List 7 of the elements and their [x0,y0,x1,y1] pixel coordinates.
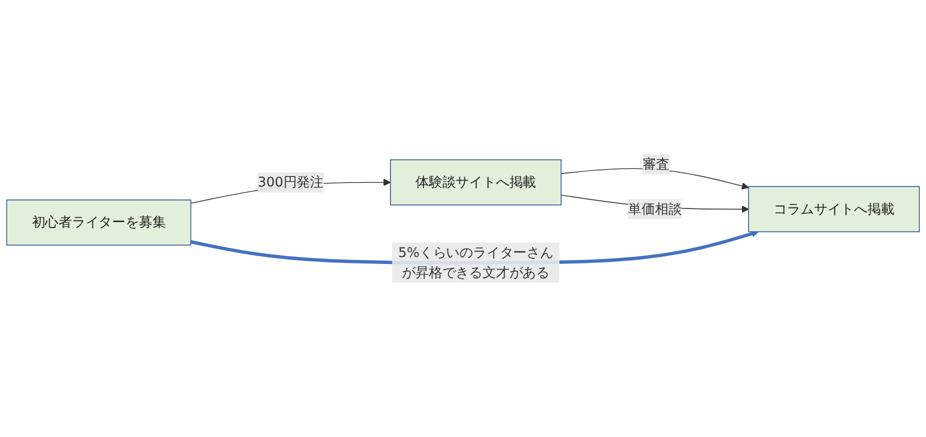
node-box: 初心者ライターを募集 [6,200,192,246]
edge-label: 300円発注 [258,174,324,190]
node-box: 体験談サイトへ掲載 [390,159,562,206]
node-box: コラムサイトへ掲載 [748,186,920,232]
edge-label: 5%くらいのライターさんが昇格できる文才がある [398,244,554,280]
edge-label: 単価相談 [628,200,682,217]
edge-label: 審査 [642,156,670,172]
